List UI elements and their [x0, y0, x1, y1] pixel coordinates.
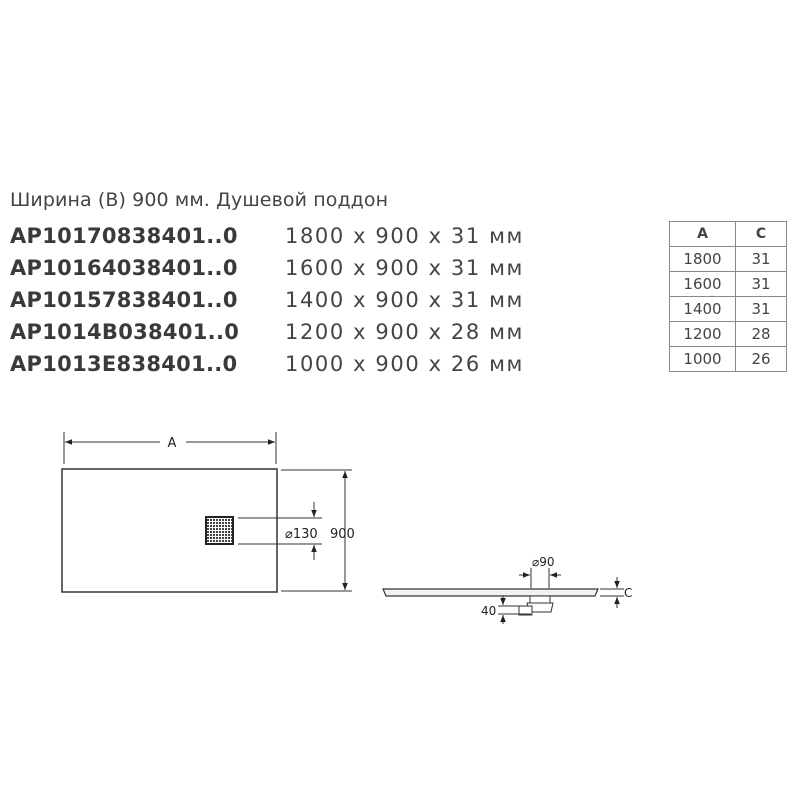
- tray-profile: [383, 589, 598, 596]
- top-view: A 900 ⌀130: [62, 432, 355, 592]
- drain-grate-icon: [206, 517, 233, 544]
- dimension-label-height: 40: [481, 604, 496, 618]
- dimension-label-pipe: ⌀90: [532, 555, 555, 569]
- siphon-body: [530, 596, 550, 603]
- dimension-label-width: 900: [330, 527, 355, 542]
- dimension-label-a: A: [168, 436, 177, 451]
- dimension-label-drain: ⌀130: [285, 527, 318, 542]
- side-view: ⌀90 40 C: [383, 555, 632, 624]
- dimension-label-c: C: [624, 586, 632, 600]
- tray-outline: [62, 469, 277, 592]
